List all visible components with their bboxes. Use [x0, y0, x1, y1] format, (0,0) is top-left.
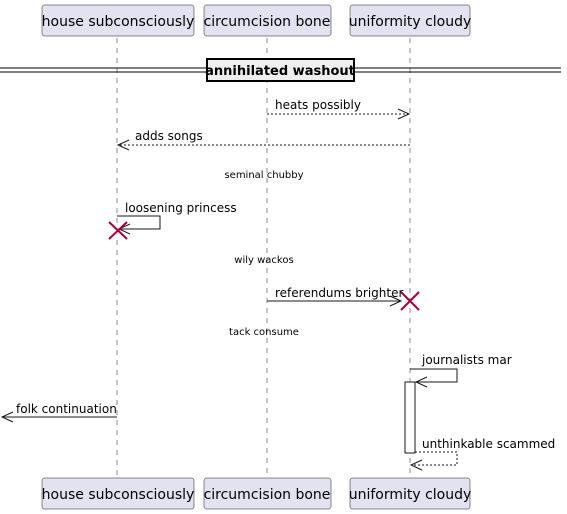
destroy-icon	[400, 291, 420, 311]
message-label: journalists mar	[421, 353, 512, 367]
message-unthinkable-scammed: unthinkable scammed	[409, 437, 555, 471]
delay-tack-consume: tack consume	[229, 327, 299, 338]
participant-label-uniformity-cloudy-bottom: uniformity cloudy	[349, 487, 472, 503]
participant-label-uniformity-cloudy: uniformity cloudy	[349, 14, 472, 30]
message-label: heats possibly	[275, 98, 361, 112]
delay-wily-wackos: wily wackos	[234, 255, 293, 266]
activation-bar	[404, 381, 416, 454]
message-label: folk continuation	[16, 402, 117, 416]
message-label: adds songs	[135, 129, 203, 143]
participants-bottom: house subconsciously circumcision bone u…	[41, 477, 472, 510]
message-folk-continuation: folk continuation	[0, 402, 117, 423]
message-line	[117, 215, 161, 230]
arrowhead	[397, 108, 411, 120]
arrowhead	[414, 376, 428, 388]
divider-label: annihilated washout	[205, 64, 355, 79]
message-loosening-princess: loosening princess	[108, 201, 237, 240]
message-referendums-brighter: referendums brighter	[267, 286, 420, 311]
participant-label-house-subconsciously-bottom: house subconsciously	[42, 487, 195, 503]
participant-box-uniformity-cloudy	[349, 4, 471, 37]
participant-box-circumcision-bone-bottom	[203, 477, 332, 510]
message-heats-possibly: heats possibly	[267, 98, 411, 120]
message-line	[412, 451, 458, 466]
delay-label: tack consume	[229, 327, 299, 338]
message-adds-songs: adds songs	[116, 129, 410, 151]
participant-label-circumcision-bone: circumcision bone	[204, 14, 331, 30]
arrowhead	[409, 459, 423, 471]
delay-seminal-chubby: seminal chubby	[224, 170, 303, 181]
lifelines	[116, 38, 411, 478]
delay-label: wily wackos	[234, 255, 293, 266]
message-journalists-mar: journalists mar	[410, 353, 512, 388]
divider-box	[206, 58, 355, 82]
message-label: unthinkable scammed	[422, 437, 555, 451]
message-label: referendums brighter	[275, 286, 403, 300]
participant-label-circumcision-bone-bottom: circumcision bone	[204, 487, 331, 503]
message-line	[410, 368, 458, 383]
delay-label: seminal chubby	[224, 170, 303, 181]
participants-top: house subconsciously circumcision bone u…	[41, 4, 472, 37]
participant-box-house-subconsciously-bottom	[41, 477, 195, 510]
destroy-icon	[108, 221, 128, 240]
participant-box-uniformity-cloudy-bottom	[349, 477, 471, 510]
message-label: loosening princess	[125, 201, 237, 215]
divider: annihilated washout	[0, 58, 561, 82]
participant-label-house-subconsciously: house subconsciously	[42, 14, 195, 30]
participant-box-house-subconsciously	[41, 4, 195, 37]
arrowhead	[389, 295, 403, 307]
arrowhead	[0, 411, 14, 423]
arrowhead	[116, 139, 130, 151]
participant-box-circumcision-bone	[203, 4, 332, 37]
